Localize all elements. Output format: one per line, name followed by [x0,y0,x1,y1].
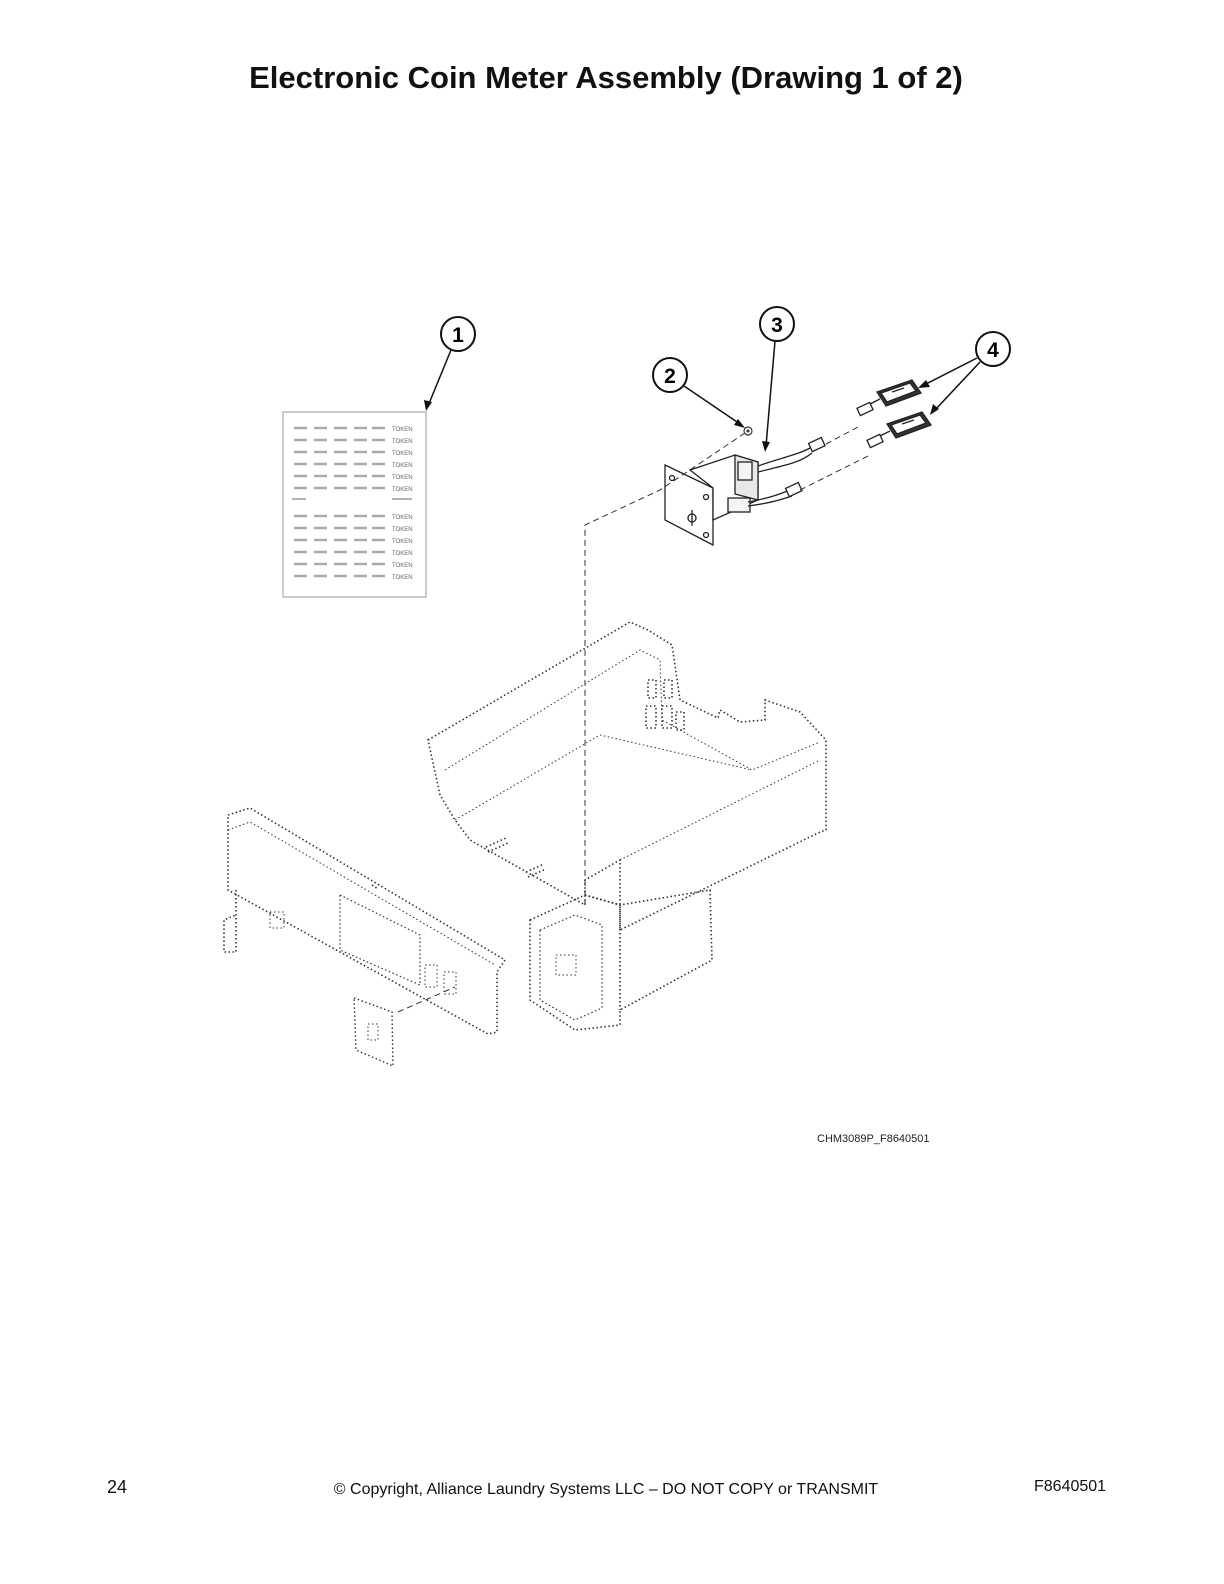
callout-3: 3 [759,306,795,452]
token-label-text: TOKEN [392,463,413,469]
token-label-text: TOKEN [392,451,413,457]
callout-2: 2 [652,357,745,428]
wire-connector-1 [856,379,923,417]
drawing-code: CHM3089P_F8640501 [817,1133,930,1145]
token-label-text: TOKEN [392,575,413,581]
wire-connector-2 [866,411,933,449]
coin-meter-part [664,436,826,547]
token-label-rows: TOKEN TOKEN TOKEN TOKEN TOKEN TOKEN TOKEN TOKEN… [292,426,413,581]
copyright-notice: © Copyright, Alliance Laundry Systems LL… [333,1481,879,1498]
token-label-text: TOKEN [392,439,413,445]
page-number: 24 [107,1477,128,1497]
callout-2-label: 2 [664,365,676,388]
cabinet-tray-part [427,621,827,1031]
callout-3-label: 3 [771,314,783,337]
callout-4: 4 [918,331,1011,415]
assembly-guide-lines [397,426,871,1013]
nut-part [743,426,753,436]
token-label-text: TOKEN [392,427,413,433]
token-label-text: TOKEN [392,515,413,521]
callout-1: 1 [424,316,476,411]
front-console-panel-part [223,807,507,1035]
token-label-text: TOKEN [392,527,413,533]
callout-4-label: 4 [987,339,999,362]
callout-1-label: 1 [452,324,464,347]
token-label-text: TOKEN [392,487,413,493]
document-code: F8640501 [1034,1478,1107,1495]
token-label-text: TOKEN [392,475,413,481]
token-label-text: TOKEN [392,551,413,557]
token-label-text: TOKEN [392,563,413,569]
small-bracket-part [353,996,394,1068]
token-label-text: TOKEN [392,539,413,545]
token-label-sheet: TOKEN TOKEN TOKEN TOKEN TOKEN TOKEN TOKEN TOKEN… [282,411,427,598]
page-title: Electronic Coin Meter Assembly (Drawing … [249,60,963,95]
